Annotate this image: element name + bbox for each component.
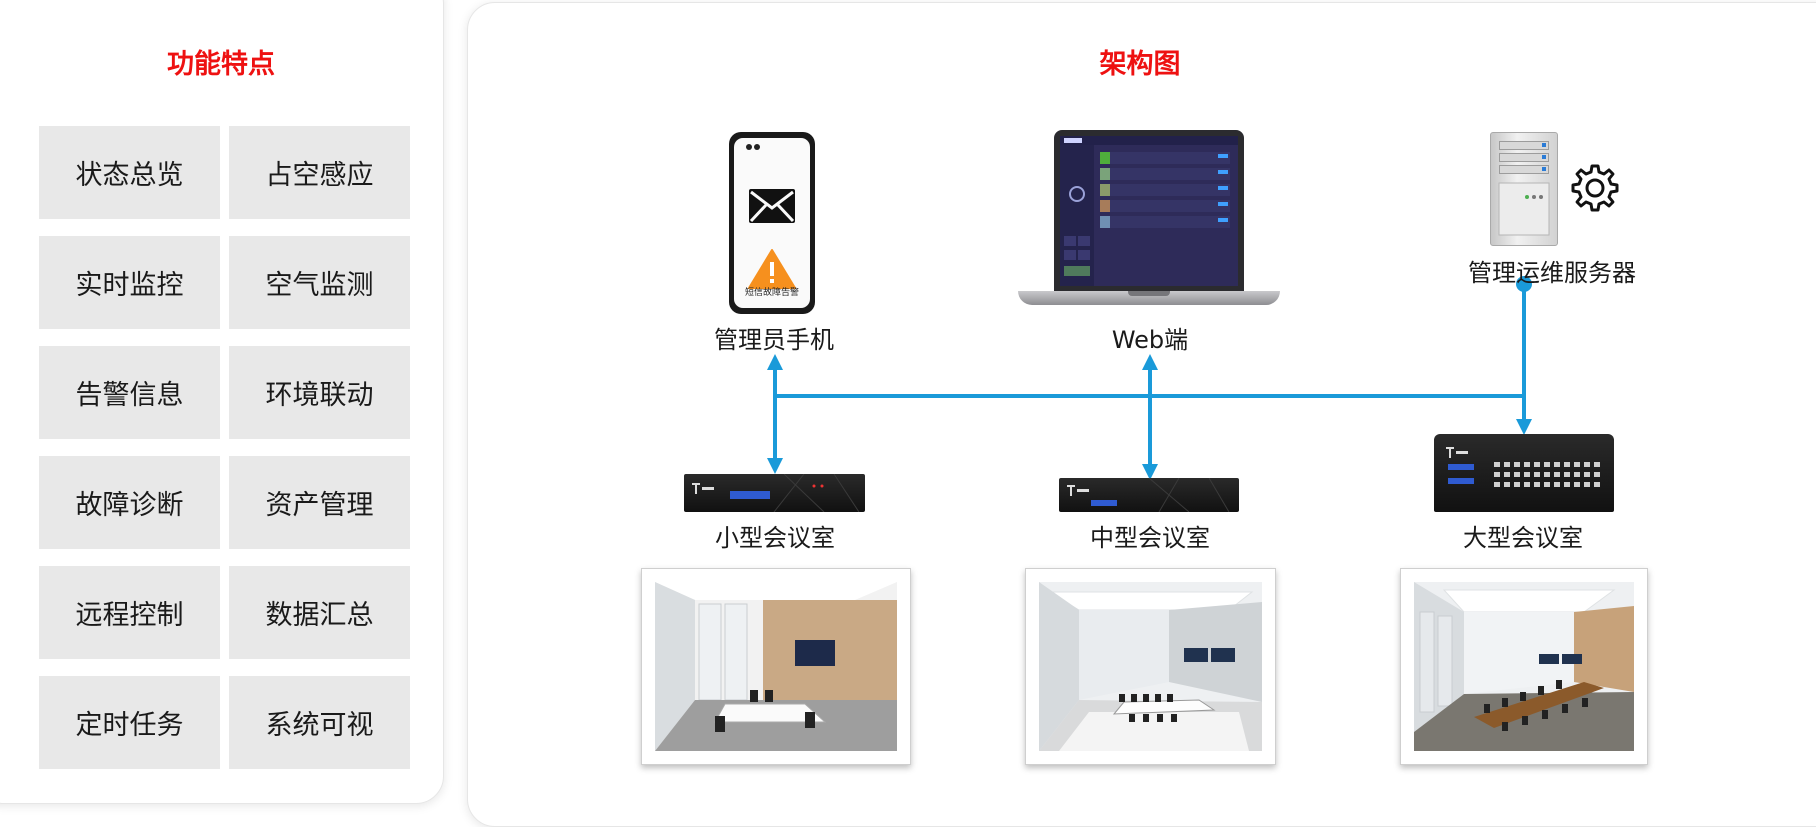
- feature-tile: 远程控制: [39, 566, 220, 659]
- feature-tile: 状态总览: [39, 126, 220, 219]
- lcd-display: [1448, 478, 1474, 484]
- dashboard-preview: [1060, 136, 1238, 286]
- admin-phone: 短信故障告警: [729, 132, 815, 314]
- laptop-base: [1018, 291, 1280, 305]
- small-room-photo: [641, 568, 911, 765]
- feature-tile: 资产管理: [229, 456, 410, 549]
- large-room-label: 大型会议室: [1463, 524, 1583, 552]
- medium-room-label: 中型会议室: [1090, 524, 1210, 552]
- feature-tile: 系统可视: [229, 676, 410, 769]
- large-room-controller: [1434, 434, 1614, 512]
- large-room-photo: [1400, 568, 1648, 765]
- server-bay: [1499, 153, 1549, 162]
- feature-tile: 环境联动: [229, 346, 410, 439]
- feature-tile: 故障诊断: [39, 456, 220, 549]
- phone-screen: 短信故障告警: [734, 138, 810, 308]
- gear-icon: [1571, 164, 1619, 212]
- feature-tile: 数据汇总: [229, 566, 410, 659]
- small-room-controller: [684, 474, 865, 512]
- feature-tile: 占空感应: [229, 126, 410, 219]
- lcd-display: [1091, 500, 1117, 506]
- small-room-label: 小型会议室: [715, 524, 835, 552]
- room-image: [655, 582, 897, 751]
- warning-icon: [748, 249, 796, 289]
- brand-logo-icon: [1446, 447, 1468, 458]
- brand-logo-icon: [692, 483, 714, 494]
- server-link-dot: [1516, 276, 1532, 292]
- medium-room-controller: [1059, 478, 1239, 512]
- web-label: Web端: [1111, 326, 1189, 354]
- laptop-notch: [1128, 291, 1170, 296]
- ops-server: [1490, 132, 1558, 246]
- features-title: 功能特点: [167, 49, 275, 80]
- connection-lines: [767, 276, 1532, 480]
- room-image: [1414, 582, 1634, 751]
- rack-texture: [1148, 478, 1230, 512]
- feature-tile: 空气监测: [229, 236, 410, 329]
- mail-icon: [749, 189, 795, 223]
- feature-tile: 实时监控: [39, 236, 220, 329]
- web-laptop: [1018, 130, 1280, 313]
- architecture-title: 架构图: [1099, 49, 1181, 80]
- camera-icon: [746, 144, 752, 150]
- camera-icon: [754, 144, 760, 150]
- feature-tile: 定时任务: [39, 676, 220, 769]
- feature-tile: 告警信息: [39, 346, 220, 439]
- brand-logo-icon: [1067, 485, 1089, 496]
- lcd-display: [730, 491, 770, 499]
- server-panel: [1498, 182, 1550, 236]
- server-bay: [1499, 141, 1549, 150]
- lcd-display: [1448, 464, 1474, 470]
- laptop-lid: [1054, 130, 1244, 291]
- medium-room-photo: [1025, 568, 1276, 765]
- button-grid: [1494, 462, 1600, 487]
- sms-alert-label: 短信故障告警: [744, 288, 799, 298]
- laptop-display: [1060, 136, 1238, 286]
- phone-label: 管理员手机: [714, 326, 834, 354]
- room-image: [1039, 582, 1262, 751]
- rack-texture: [773, 474, 860, 512]
- server-bay: [1499, 165, 1549, 174]
- server-label: 管理运维服务器: [1468, 259, 1636, 287]
